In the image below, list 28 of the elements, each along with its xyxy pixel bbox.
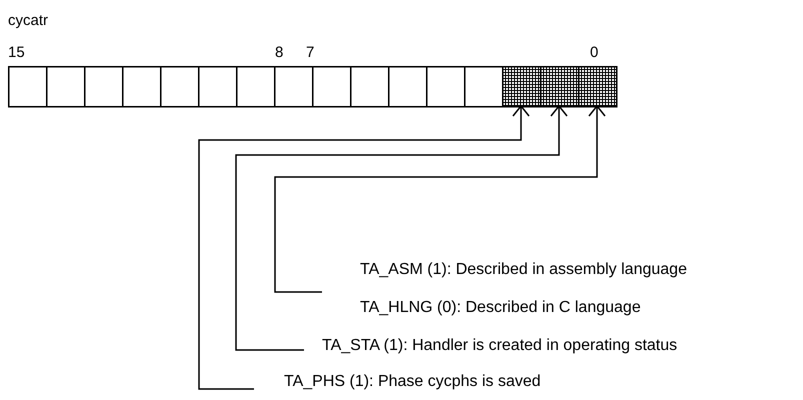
bit-cell [426,66,466,108]
bit-cell [464,66,504,108]
bit-cell [350,66,390,108]
leader-line [235,105,568,351]
bit-description: TA_PHS (1): Phase cycphs is saved [284,372,541,392]
bit-cell [122,66,162,108]
bit-cell [388,66,428,108]
bit-description: TA_ASM (1): Described in assembly language [360,260,687,280]
leader-line [198,105,530,390]
bit-description: TA_STA (1): Handler is created in operating status [322,336,678,356]
bit-cell [274,66,314,108]
bit-number: 7 [306,44,314,62]
bit-cell [8,66,48,108]
bit-cell [160,66,200,108]
hatched-bit-cell [578,66,618,108]
bit-number: 0 [590,44,598,62]
bit-number: 15 [8,44,25,62]
leader-line [274,105,606,293]
hatched-bit-cell [502,66,542,108]
bit-cell [84,66,124,108]
hatched-bit-cell [540,66,580,108]
bit-cell [46,66,86,108]
register-name: cycatr [8,12,48,30]
bit-description: TA_HLNG (0): Described in C language [360,298,641,318]
bit-number: 8 [275,44,284,62]
bit-cell [198,66,238,108]
bit-cell [312,66,352,108]
bit-cell [236,66,276,108]
